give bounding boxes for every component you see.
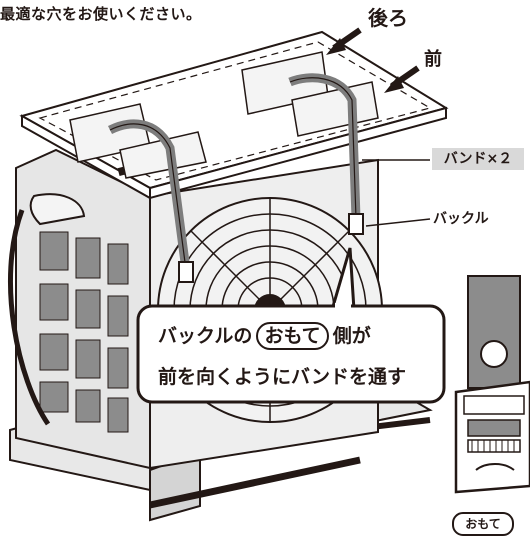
back-label: 後ろ [368,6,408,30]
back-arrow [326,27,362,55]
buckle-closeup [454,275,530,494]
instruction-caption: 最適な穴をお使いください。 [0,5,202,23]
buckle-right [348,213,364,235]
buckle-leader-line [365,218,431,227]
buckle-left [178,261,194,283]
band-left [107,119,194,283]
omote-badge: おもて [452,512,514,536]
callout-line-1-pre: バックルの [158,325,253,347]
front-label: 前 [424,49,442,70]
band-tag: バンド×２ [432,148,524,170]
callout-line-1: バックルのおもて側が [158,321,371,350]
callout-line-2: 前を向くようにバンドを通す [158,366,406,388]
callout-line-1-post: 側が [332,325,371,347]
front-arrow [384,65,420,93]
callout-box [136,304,446,404]
callout: バックルのおもて側が 前を向くようにバンドを通す [138,306,444,402]
band-right [288,73,364,235]
floor-bar [149,456,361,509]
callout-omote-pill: おもて [256,322,329,350]
roof-brackets [69,51,379,179]
callout-pointer-join [335,303,351,311]
buckle-label: バックル [433,211,489,227]
